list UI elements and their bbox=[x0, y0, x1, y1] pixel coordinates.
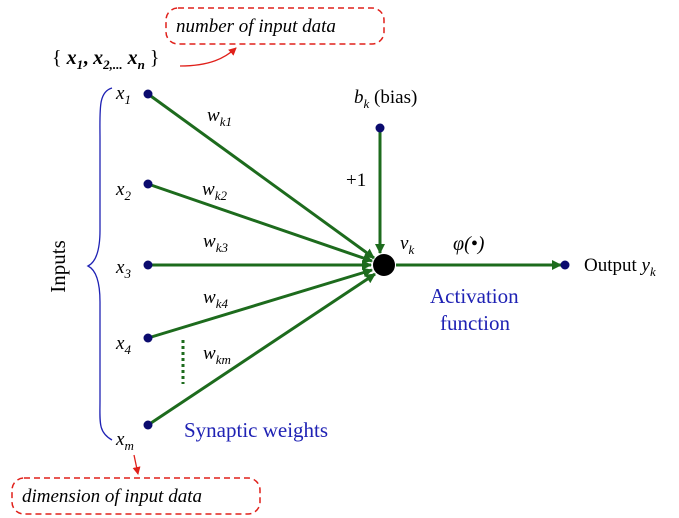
bias-dot bbox=[375, 123, 385, 133]
input-label-x4: x4 bbox=[116, 333, 131, 357]
callout-text-bottom: dimension of input data bbox=[22, 486, 202, 507]
callout-text-top: number of input data bbox=[176, 16, 336, 37]
weight-label-wk1: wk1 bbox=[207, 105, 232, 129]
weight-label-wk4: wk4 bbox=[203, 287, 228, 311]
input-dot-x1 bbox=[143, 89, 153, 99]
callout-box-bottom bbox=[11, 477, 261, 515]
input-dot-xm bbox=[143, 420, 153, 430]
input-label-x1: x1 bbox=[116, 83, 131, 107]
bias-plus-one: +1 bbox=[346, 170, 367, 191]
set-x1-sub: 1 bbox=[76, 57, 84, 72]
arrow-x4 bbox=[147, 267, 373, 340]
set-close-brace: } bbox=[149, 47, 160, 69]
input-label-xm: xm bbox=[116, 429, 134, 453]
set-xn: x bbox=[127, 47, 138, 69]
set-x1: x bbox=[66, 47, 77, 69]
inputs-label: Inputs bbox=[45, 240, 70, 293]
arrow-xm bbox=[147, 272, 376, 427]
activation-label-line1: Activation bbox=[430, 284, 519, 308]
output-dot bbox=[560, 260, 570, 270]
synaptic-weights-label: Synaptic weights bbox=[184, 418, 329, 442]
weight-label-wk3: wk3 bbox=[203, 231, 228, 255]
summing-node bbox=[373, 254, 395, 276]
callout-box-top bbox=[165, 7, 385, 45]
set-x2-sub: 2,... bbox=[103, 57, 123, 72]
input-dot-x3 bbox=[143, 260, 153, 270]
bias-label: bk (bias) bbox=[354, 87, 418, 111]
input-dot-x4 bbox=[143, 333, 153, 343]
input-dot-x2 bbox=[143, 179, 153, 189]
set-xn-sub: n bbox=[137, 57, 145, 72]
input-label-x3: x3 bbox=[116, 257, 131, 281]
activation-symbol: φ(•) bbox=[453, 233, 485, 255]
activation-label-line2: function bbox=[440, 311, 510, 335]
callout-pointer-bottom bbox=[132, 454, 141, 475]
set-x2: x bbox=[93, 47, 104, 69]
weight-label-wk2: wk2 bbox=[202, 179, 227, 203]
input-label-x2: x2 bbox=[116, 179, 131, 203]
input-set: { x1, x2,... xn } bbox=[52, 47, 160, 72]
arrow-x1 bbox=[147, 92, 375, 260]
node-label-vk: vk bbox=[400, 233, 415, 257]
weight-label-wkm: wkm bbox=[203, 343, 231, 367]
output-label: Output yk bbox=[584, 255, 656, 279]
set-open-brace: { bbox=[52, 47, 62, 69]
arrow-x2 bbox=[147, 182, 373, 263]
callout-pointer-top bbox=[179, 47, 237, 67]
inputs-brace bbox=[86, 87, 113, 441]
